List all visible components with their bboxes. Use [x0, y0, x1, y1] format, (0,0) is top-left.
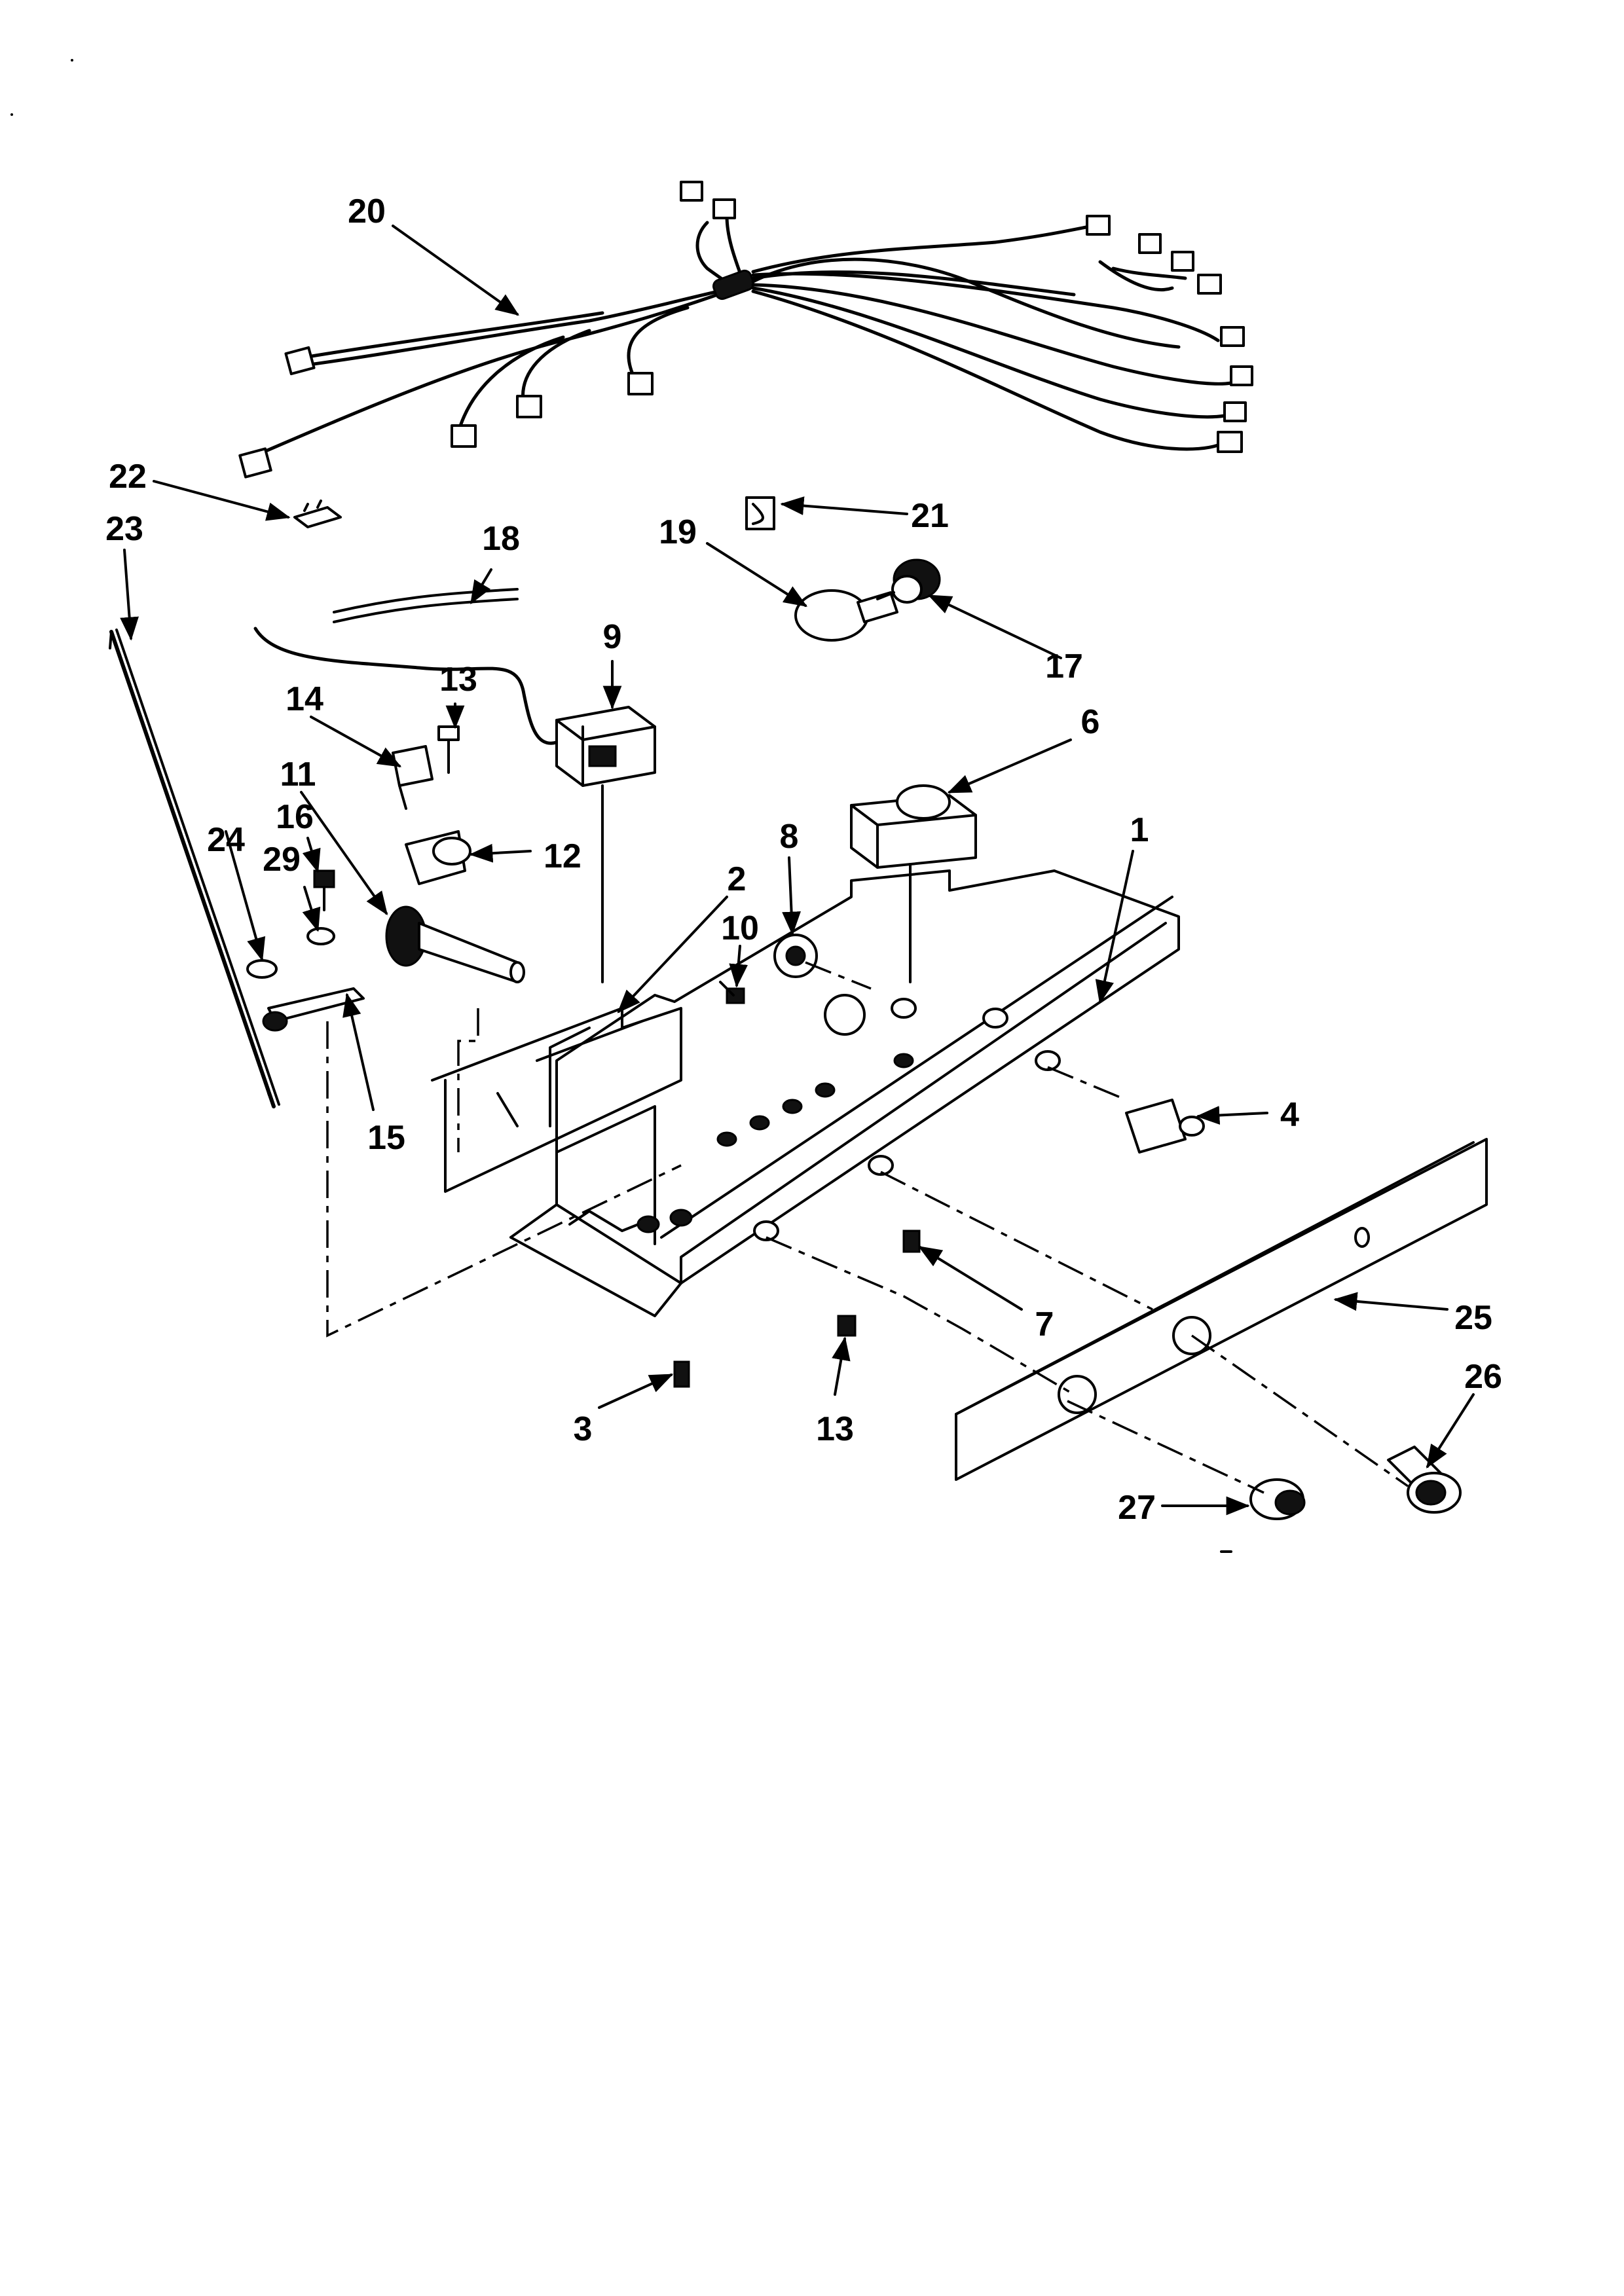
rod-part-23: [109, 629, 280, 1108]
bracket-part-12: [405, 830, 471, 885]
assembly-leader-lines: [326, 961, 1409, 1494]
callout-2: 2: [728, 860, 747, 898]
callout-3: 3: [574, 1410, 593, 1448]
washer-part-29: [306, 927, 335, 945]
bracket-part-21: [745, 496, 775, 530]
tube-part-18: [333, 588, 519, 623]
switch-part-9: [555, 706, 656, 983]
callout-26: 26: [1464, 1358, 1502, 1396]
callout-15: 15: [367, 1119, 405, 1157]
callout-13-upper: 13: [439, 661, 477, 699]
bulb-part-19: [794, 589, 898, 642]
grommet-part-8: [773, 934, 818, 978]
bracket-part-14: [392, 745, 434, 810]
callout-8: 8: [780, 818, 799, 856]
washer-part-24: [246, 959, 278, 979]
callout-25: 25: [1454, 1299, 1492, 1337]
callout-10: 10: [721, 909, 759, 947]
socket-part-17: [876, 558, 941, 604]
scan-speck: [71, 59, 73, 62]
callout-13-lower: 13: [816, 1410, 854, 1448]
callout-12: 12: [544, 837, 581, 875]
callout-16: 16: [276, 798, 314, 836]
screw-part-13-upper: [437, 725, 460, 774]
callout-7: 7: [1035, 1305, 1054, 1343]
callout-21: 21: [911, 497, 949, 535]
callout-1: 1: [1130, 811, 1149, 849]
scan-speck: [10, 113, 13, 116]
trim-rail-part-25: [955, 1138, 1488, 1481]
lever-part-15: [262, 987, 365, 1032]
callout-24: 24: [207, 821, 245, 859]
clip-part-22: [293, 500, 342, 528]
callout-17: 17: [1045, 647, 1083, 685]
screw-part-7: [902, 1230, 921, 1253]
callout-6: 6: [1081, 703, 1100, 741]
callout-4: 4: [1280, 1096, 1299, 1134]
wire-harness-part-20: [238, 181, 1253, 479]
capillary-wire: [253, 627, 565, 745]
callout-9: 9: [603, 618, 622, 656]
callout-23: 23: [105, 510, 143, 548]
knob-part-26: [1387, 1446, 1462, 1514]
thermostat-part-11: [385, 905, 525, 983]
callout-arrows: [120, 225, 1475, 1516]
callout-11: 11: [280, 756, 316, 793]
callout-27: 27: [1118, 1489, 1156, 1527]
callout-19: 19: [659, 513, 697, 551]
callout-14: 14: [286, 680, 323, 718]
knob-part-27: [1249, 1478, 1306, 1520]
screw-part-16: [313, 869, 335, 911]
switch-part-4: [1125, 1099, 1205, 1154]
screw-part-13-lower: [837, 1315, 857, 1337]
callout-20: 20: [348, 192, 386, 230]
callout-22: 22: [109, 458, 147, 496]
timer-part-6: [850, 784, 977, 983]
screw-part-3: [673, 1360, 690, 1388]
callout-29: 29: [263, 841, 301, 879]
callout-labels: 20 22 23 18 19 21 17 9 13 14 11 12 16 24…: [105, 192, 1502, 1527]
screw-part-10: [719, 981, 745, 1004]
control-housing-part-1: [509, 869, 1180, 1317]
callout-18: 18: [482, 520, 520, 558]
